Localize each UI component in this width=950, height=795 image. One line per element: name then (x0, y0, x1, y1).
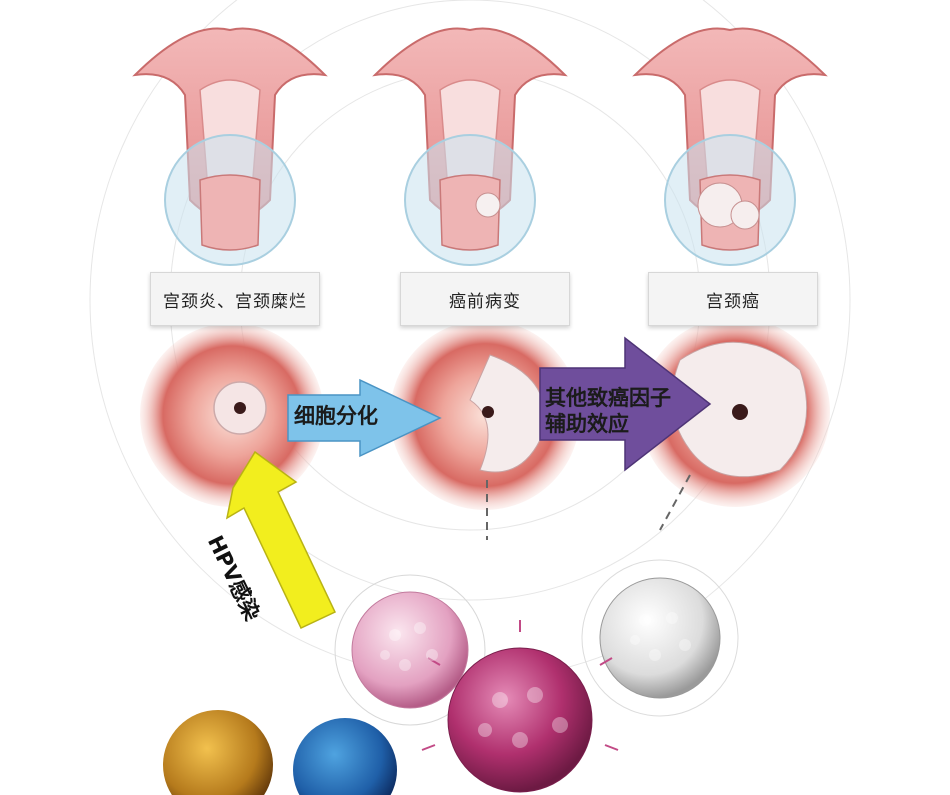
stage-label-cancer: 宫颈癌 (648, 272, 818, 326)
differentiation-arrow (287, 378, 442, 458)
cervix-closeup-3 (640, 317, 830, 507)
cervix-closeup-1 (140, 323, 324, 507)
other-factors-label-line1: 其他致癌因子 (545, 386, 671, 410)
stage-label-cervicitis: 宫颈炎、宫颈糜烂 (150, 272, 320, 326)
stage-label-precancer: 癌前病变 (400, 272, 570, 326)
other-factors-arrow (539, 336, 712, 472)
stage-label-text: 宫颈癌 (706, 291, 760, 312)
uterus-illustration-3 (632, 27, 828, 266)
virus-gold (163, 710, 273, 795)
virus-pink (334, 574, 486, 726)
uterus-illustration-2 (372, 27, 568, 266)
differentiation-label: 细胞分化 (294, 404, 378, 428)
stage-label-text: 癌前病变 (449, 291, 521, 312)
connector-lines (486, 474, 691, 540)
other-factors-label-line2: 辅助效应 (545, 412, 629, 436)
virus-magenta (421, 620, 619, 793)
virus-blue (293, 718, 397, 795)
uterus-illustration-1 (132, 27, 328, 266)
virus-surface-pattern (380, 612, 691, 748)
virus-grey (581, 559, 739, 717)
hpv-infection-arrow (225, 450, 337, 629)
cervix-closeup-2 (390, 320, 580, 510)
stage-label-text: 宫颈炎、宫颈糜烂 (163, 291, 307, 312)
